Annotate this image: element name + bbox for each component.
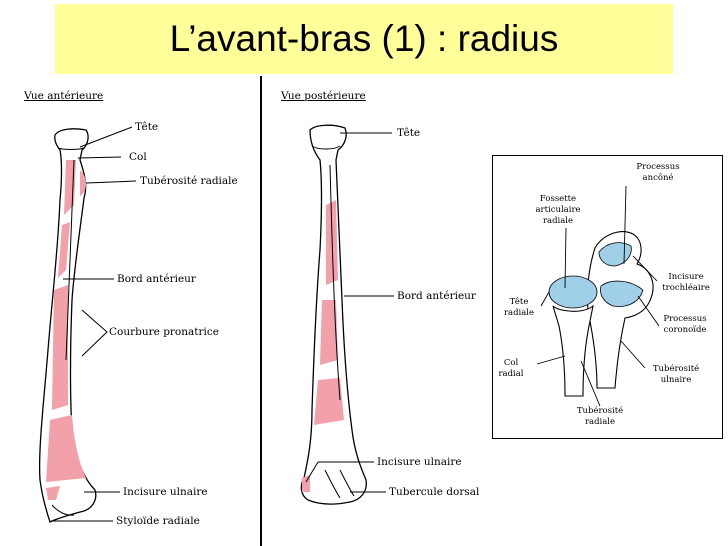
label-tubercule-dorsal: Tubercule dorsal bbox=[389, 486, 480, 498]
cartilage-surfaces bbox=[548, 242, 644, 309]
posterior-muscle-insertions bbox=[302, 200, 344, 492]
label-col-radial: Col radial bbox=[498, 358, 524, 379]
label-bord-anterieur: Bord antérieur bbox=[117, 273, 196, 285]
radius-proximal bbox=[552, 304, 594, 397]
label-processus-ancone: Processus ancôné bbox=[636, 162, 680, 183]
page-title: L’avant-bras (1) : radius bbox=[169, 18, 559, 59]
inset-proximal-joint: Processus ancôné Fossette articulaire ra… bbox=[492, 155, 723, 439]
label-courbure-pronatrice: Courbure pronatrice bbox=[109, 326, 219, 338]
label-incisure-ulnaire-posterior: Incisure ulnaire bbox=[377, 456, 462, 468]
insertion-patch bbox=[80, 170, 86, 196]
label-tete-radiale: Tête radiale bbox=[503, 297, 535, 318]
anterior-muscle-insertions bbox=[46, 160, 86, 500]
insertion-patch bbox=[46, 415, 86, 482]
label-fossette-articulaire: Fossette articulaire radiale bbox=[535, 194, 581, 226]
posterior-view-label: Vue postérieure bbox=[281, 90, 366, 102]
inset-leader-lines bbox=[536, 185, 660, 407]
anterior-leader-lines bbox=[52, 126, 137, 522]
joint-illustration bbox=[536, 185, 660, 407]
label-bord-anterieur-posterior: Bord antérieur bbox=[397, 290, 476, 302]
insertion-patch bbox=[58, 222, 70, 278]
posterior-bone-details bbox=[311, 145, 355, 499]
label-tuberosite-radiale-inset: Tubérosité radiale bbox=[576, 406, 624, 427]
insertion-patch bbox=[320, 300, 338, 365]
insertion-patch bbox=[52, 285, 68, 410]
label-tuberosite-radiale: Tubérosité radiale bbox=[140, 175, 238, 187]
label-col: Col bbox=[129, 151, 147, 163]
title-banner: L’avant-bras (1) : radius bbox=[55, 4, 673, 74]
insertion-patch bbox=[314, 378, 344, 425]
coronoid-cartilage bbox=[600, 280, 644, 307]
label-tuberosite-ulnaire: Tubérosité ulnaire bbox=[652, 364, 700, 385]
radial-head-cartilage bbox=[548, 275, 598, 309]
label-tete-posterior: Tête bbox=[397, 127, 421, 139]
view-divider bbox=[260, 76, 262, 546]
label-processus-coronoide: Processus coronoïde bbox=[663, 314, 707, 335]
label-incisure-ulnaire-anterior: Incisure ulnaire bbox=[123, 486, 208, 498]
label-incisure-trochleaire: Incisure trochléaire bbox=[662, 272, 710, 293]
label-tete-anterior: Tête bbox=[135, 121, 159, 133]
insertion-patch bbox=[46, 486, 60, 500]
label-styloide-radiale: Styloïde radiale bbox=[116, 515, 200, 527]
anterior-view-label: Vue antérieure bbox=[24, 90, 104, 102]
posterior-leader-lines bbox=[305, 132, 394, 493]
trochlear-cartilage bbox=[598, 242, 632, 267]
anterior-bone-details bbox=[51, 147, 85, 516]
